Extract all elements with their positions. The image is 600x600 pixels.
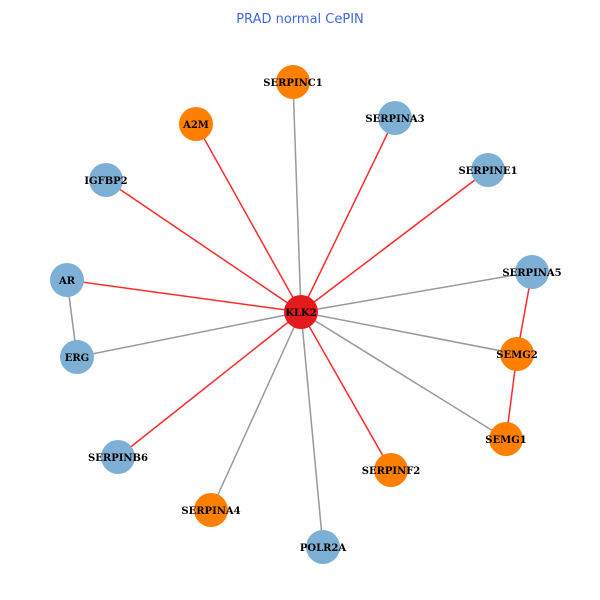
edge-klk2-erg: [76, 311, 302, 358]
node-label: SERPINE1: [458, 166, 517, 177]
node-label: A2M: [182, 120, 209, 131]
edge-klk2-serpina3: [300, 117, 396, 313]
node-circle: [276, 65, 310, 99]
node-circle: [500, 337, 534, 371]
node-label: ERG: [65, 353, 89, 364]
node-serpinb6: SERPINB6: [88, 440, 148, 474]
node-label: SERPINF2: [362, 466, 421, 477]
node-a2m: A2M: [179, 107, 213, 141]
node-serpina3: SERPINA3: [365, 101, 425, 135]
node-label: KLK2: [285, 308, 316, 319]
node-circle: [306, 530, 340, 564]
edge-klk2-serpina4: [210, 311, 302, 511]
node-label: AR: [58, 276, 76, 287]
edge-klk2-serpinf2: [300, 311, 392, 471]
diagram-title: PRAD normal CePIN: [236, 12, 364, 27]
node-serpina4: SERPINA4: [181, 493, 241, 527]
node-circle: [284, 295, 318, 329]
node-ar: AR: [50, 263, 84, 297]
node-serpinc1: SERPINC1: [263, 65, 323, 99]
node-label: SERPINC1: [263, 78, 322, 89]
node-serpine1: SERPINE1: [458, 153, 518, 187]
node-circle: [471, 153, 505, 187]
node-circle: [489, 422, 523, 456]
edge-klk2-ar: [66, 279, 302, 313]
node-label: SEMG1: [485, 435, 526, 446]
edge-klk2-serpine1: [300, 169, 489, 313]
node-circle: [378, 101, 412, 135]
node-serpina5: SERPINA5: [502, 255, 562, 289]
node-circle: [194, 493, 228, 527]
node-serpinf2: SERPINF2: [362, 453, 421, 487]
node-circle: [179, 107, 213, 141]
node-circle: [515, 255, 549, 289]
edge-klk2-serpinb6: [117, 311, 302, 458]
node-circle: [50, 263, 84, 297]
edge-klk2-semg2: [300, 311, 518, 355]
node-circle: [374, 453, 408, 487]
node-label: IGFBP2: [84, 176, 127, 187]
edge-klk2-serpina5: [300, 271, 533, 313]
node-label: SERPINA5: [502, 268, 561, 279]
edge-klk2-polr2a: [300, 311, 324, 548]
node-label: SERPINA3: [365, 114, 424, 125]
node-klk2: KLK2: [284, 295, 318, 329]
edge-klk2-igfbp2: [105, 179, 302, 313]
edge-klk2-semg1: [300, 311, 507, 440]
node-label: SEMG2: [496, 350, 537, 361]
node-igfbp2: IGFBP2: [84, 163, 128, 197]
node-label: POLR2A: [300, 543, 347, 554]
edge-klk2-a2m: [195, 123, 302, 313]
node-polr2a: POLR2A: [300, 530, 347, 564]
node-circle: [60, 340, 94, 374]
node-label: SERPINB6: [88, 453, 148, 464]
node-semg2: SEMG2: [496, 337, 538, 371]
node-semg1: SEMG1: [485, 422, 527, 456]
node-circle: [89, 163, 123, 197]
node-label: SERPINA4: [181, 506, 240, 517]
edge-klk2-serpinc1: [292, 81, 302, 313]
node-circle: [101, 440, 135, 474]
node-erg: ERG: [60, 340, 94, 374]
